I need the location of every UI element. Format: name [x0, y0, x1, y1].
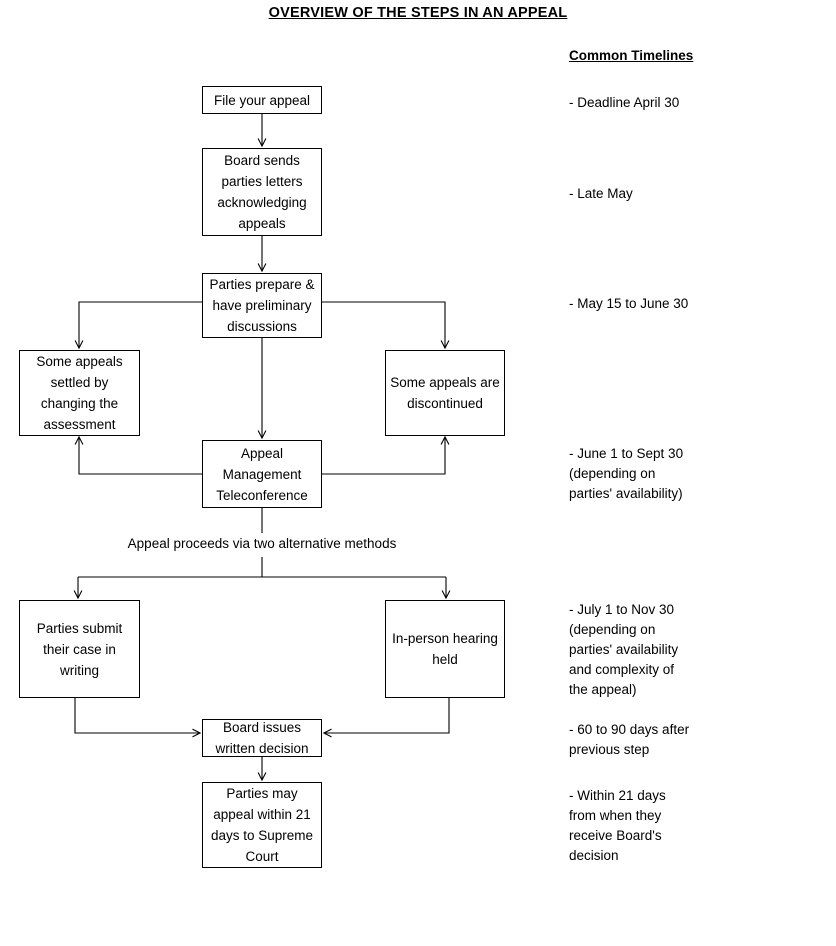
connector-prepare-to-settled — [74, 301, 202, 350]
page-title: OVERVIEW OF THE STEPS IN AN APPEAL — [268, 5, 568, 21]
timeline-item-may-15-to-june-30: - May 15 to June 30 — [569, 296, 689, 311]
node-appeal-supreme-court[interactable]: Parties may appeal within 21 days to Sup… — [202, 782, 322, 868]
timelines-heading: Common Timelines — [569, 48, 694, 63]
connector-teleconference-to-settled — [74, 435, 202, 475]
flowchart-caption: Appeal proceeds via two alternative meth… — [127, 536, 397, 551]
node-board-sends-letters[interactable]: Board sends parties letters acknowledgin… — [202, 148, 322, 236]
node-appeal-management-teleconference[interactable]: Appeal Management Teleconference — [202, 440, 322, 508]
node-file-your-appeal[interactable]: File your appeal — [202, 86, 322, 114]
connector-prepare-to-discontinued — [322, 301, 450, 350]
connector-teleconference-to-discontinued — [322, 435, 450, 475]
node-parties-prepare[interactable]: Parties prepare & have preliminary discu… — [202, 273, 322, 338]
node-board-issues-decision[interactable]: Board issues written decision — [202, 719, 322, 757]
timeline-item-june-1-to-sept-30: - June 1 to Sept 30 (depending on partie… — [569, 446, 684, 501]
timeline-item-60-to-90-days: - 60 to 90 days after previous step — [569, 722, 690, 757]
node-some-appeals-settled[interactable]: Some appeals settled by changing the ass… — [19, 350, 140, 436]
timeline-item-july-1-to-nov-30: - July 1 to Nov 30 (depending on parties… — [569, 602, 679, 697]
timeline-item-deadline-april-30: - Deadline April 30 — [569, 95, 680, 110]
connector-hearing-to-decision — [322, 698, 450, 738]
timeline-item-late-may: - Late May — [569, 186, 633, 201]
node-in-person-hearing[interactable]: In-person hearing held — [385, 600, 505, 698]
timeline-item-within-21-days: - Within 21 days from when they receive … — [569, 788, 666, 863]
node-parties-submit-writing[interactable]: Parties submit their case in writing — [19, 600, 140, 698]
node-some-appeals-discontinued[interactable]: Some appeals are discontinued — [385, 350, 505, 436]
connector-submit-to-decision — [74, 698, 202, 738]
